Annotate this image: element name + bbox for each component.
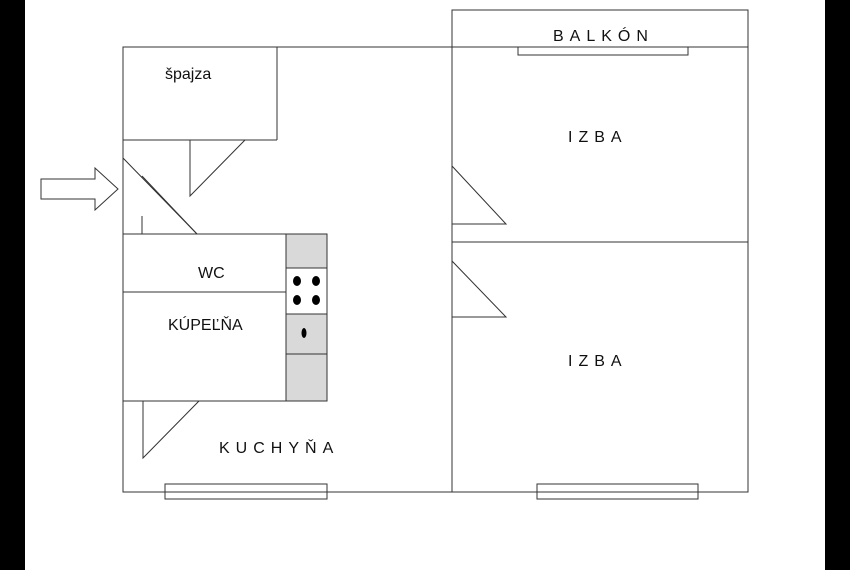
window-kitchen bbox=[164, 483, 328, 500]
door-swing-pantry bbox=[189, 139, 246, 198]
label-room-bottom: IZBA bbox=[568, 353, 628, 370]
arrow-right-icon bbox=[40, 166, 119, 212]
sink-icon bbox=[301, 328, 307, 338]
window-balcony bbox=[517, 46, 689, 56]
label-room-top: IZBA bbox=[568, 129, 628, 146]
label-balcony: BALKÓN bbox=[553, 28, 654, 45]
burner-3 bbox=[293, 295, 301, 305]
door-swing-bath bbox=[142, 400, 200, 460]
door-swing-room-bottom bbox=[451, 260, 508, 318]
door-swing-room-top bbox=[451, 165, 508, 225]
label-bathroom: KÚPEĽŇA bbox=[168, 317, 243, 334]
burner-4 bbox=[312, 295, 320, 305]
burner-2 bbox=[312, 276, 320, 286]
label-kitchen: KUCHYŇA bbox=[219, 440, 340, 457]
counter bbox=[285, 233, 328, 402]
window-room bbox=[536, 483, 699, 500]
label-wc: WC bbox=[198, 265, 225, 282]
label-pantry: špajza bbox=[165, 66, 212, 83]
kitchen-counter bbox=[285, 233, 328, 402]
burner-1 bbox=[293, 276, 301, 286]
floor-plan-canvas bbox=[25, 0, 825, 570]
stove-icon bbox=[285, 267, 328, 315]
door-leaf-entrance bbox=[141, 175, 198, 235]
